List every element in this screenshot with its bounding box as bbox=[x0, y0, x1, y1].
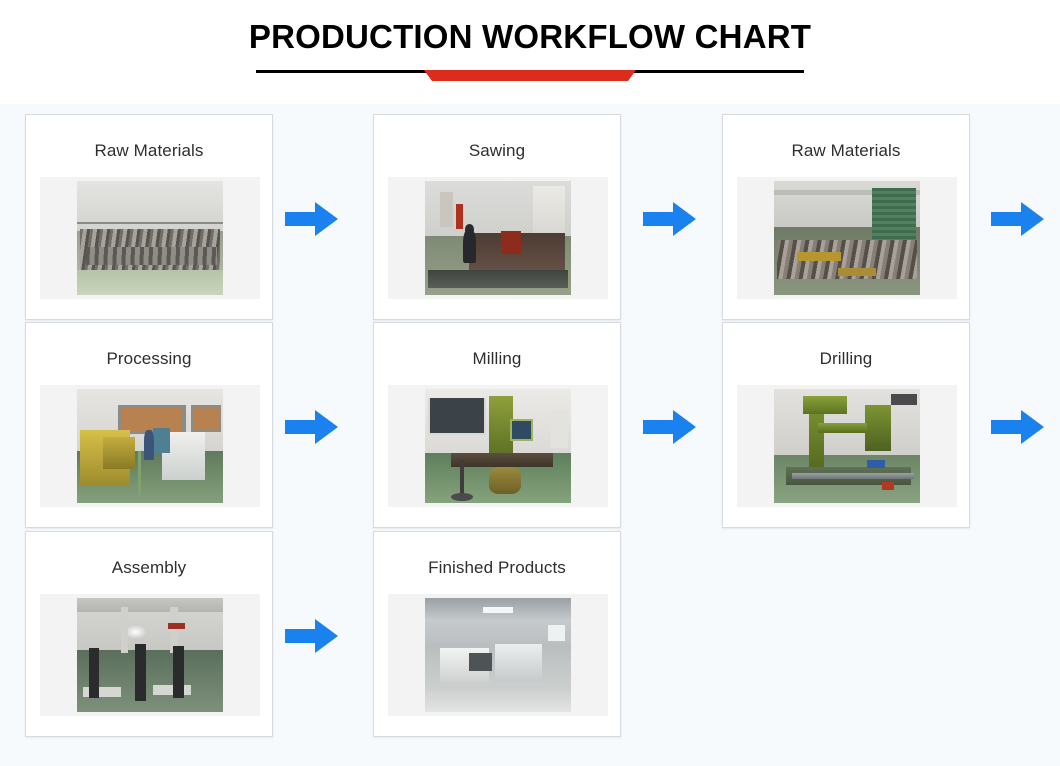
workflow-step-card[interactable]: Raw Materials bbox=[722, 114, 970, 320]
step-photo-band bbox=[388, 177, 608, 299]
step-label: Assembly bbox=[111, 558, 187, 577]
drilling-radial-drill-photo bbox=[774, 389, 920, 503]
processing-cnc-machines-photo bbox=[77, 389, 223, 503]
workflow-step-card[interactable]: Drilling bbox=[722, 322, 970, 528]
page-header: PRODUCTION WORKFLOW CHART bbox=[0, 0, 1060, 104]
workflow-board: Raw Materials Sawing bbox=[0, 104, 1060, 766]
title-red-banner bbox=[424, 70, 636, 81]
step-photo-band bbox=[737, 385, 957, 507]
workflow-step-card[interactable]: Sawing bbox=[373, 114, 621, 320]
workflow-row-1: Raw Materials Sawing bbox=[0, 114, 1060, 324]
step-photo-band bbox=[40, 177, 260, 299]
step-photo-band bbox=[40, 594, 260, 716]
workflow-step-card[interactable]: Milling bbox=[373, 322, 621, 528]
step-photo-band bbox=[388, 385, 608, 507]
step-label: Finished Products bbox=[428, 558, 566, 577]
step-label: Raw Materials bbox=[94, 141, 204, 160]
arrow-right-icon bbox=[991, 408, 1045, 446]
workflow-step-card[interactable]: Finished Products bbox=[373, 531, 621, 737]
milling-machine-workshop-photo bbox=[425, 389, 571, 503]
workflow-step-card[interactable]: Processing bbox=[25, 322, 273, 528]
arrow-right-icon bbox=[285, 200, 339, 238]
arrow-right-icon bbox=[285, 408, 339, 446]
arrow-right-icon bbox=[643, 200, 697, 238]
step-photo-band bbox=[388, 594, 608, 716]
step-label: Milling bbox=[472, 349, 522, 368]
step-label: Raw Materials bbox=[791, 141, 901, 160]
sawing-bandsaw-operator-photo bbox=[425, 181, 571, 295]
step-photo-band bbox=[40, 385, 260, 507]
step-photo-band bbox=[737, 177, 957, 299]
raw-materials-warehouse-door-photo bbox=[774, 181, 920, 295]
arrow-right-icon bbox=[643, 408, 697, 446]
step-label: Drilling bbox=[819, 349, 873, 368]
workflow-row-2: Processing M bbox=[0, 322, 1060, 532]
assembly-hall-racks-photo bbox=[77, 598, 223, 712]
page-title: PRODUCTION WORKFLOW CHART bbox=[248, 18, 812, 55]
finished-products-hall-photo bbox=[425, 598, 571, 712]
step-label: Sawing bbox=[468, 141, 526, 160]
step-label: Processing bbox=[106, 349, 192, 368]
raw-materials-steel-sheets-photo bbox=[77, 181, 223, 295]
arrow-right-icon bbox=[991, 200, 1045, 238]
workflow-step-card[interactable]: Assembly bbox=[25, 531, 273, 737]
arrow-right-icon bbox=[285, 617, 339, 655]
workflow-step-card[interactable]: Raw Materials bbox=[25, 114, 273, 320]
workflow-row-3: Assembly Fin bbox=[0, 531, 1060, 741]
